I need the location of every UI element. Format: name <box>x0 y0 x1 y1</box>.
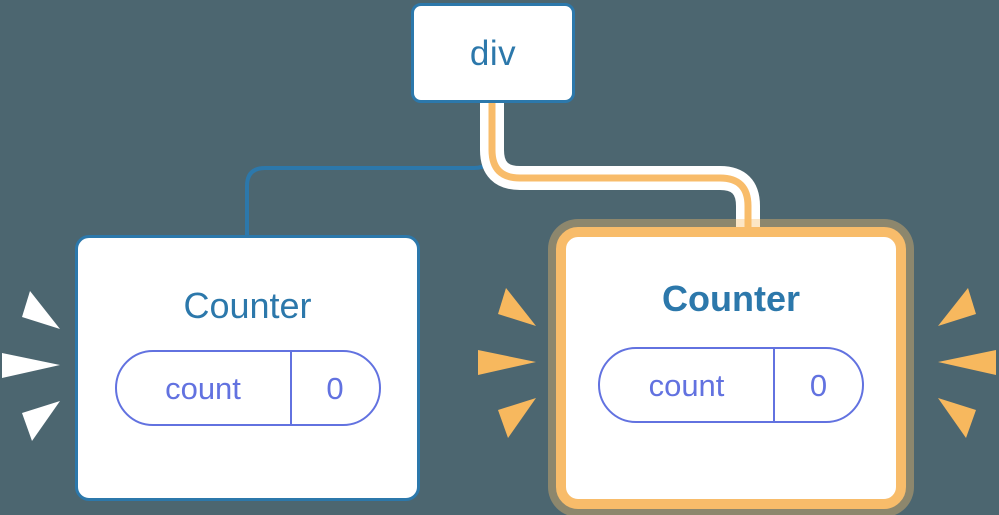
edge-div-to-counter-right <box>488 103 752 238</box>
state-value-label: 0 <box>289 352 379 424</box>
counter-node-left-title: Counter <box>183 285 312 326</box>
state-key-label: count <box>165 370 241 406</box>
counter-node-right[interactable]: Counter count 0 <box>556 227 906 509</box>
edge-div-to-counter-left <box>245 101 494 240</box>
state-key-label: count <box>648 367 725 403</box>
counter-node-left[interactable]: Counter count 0 <box>75 235 420 501</box>
counter-node-right-title: Counter <box>662 278 800 319</box>
div-node[interactable]: div <box>411 3 575 103</box>
edge-div-to-counter-right-halo <box>480 103 760 238</box>
counter-node-left-state-pill: count 0 <box>114 350 381 426</box>
div-node-label: div <box>469 33 517 73</box>
state-value-label: 0 <box>773 349 862 421</box>
counter-node-right-state-pill: count 0 <box>598 347 864 423</box>
